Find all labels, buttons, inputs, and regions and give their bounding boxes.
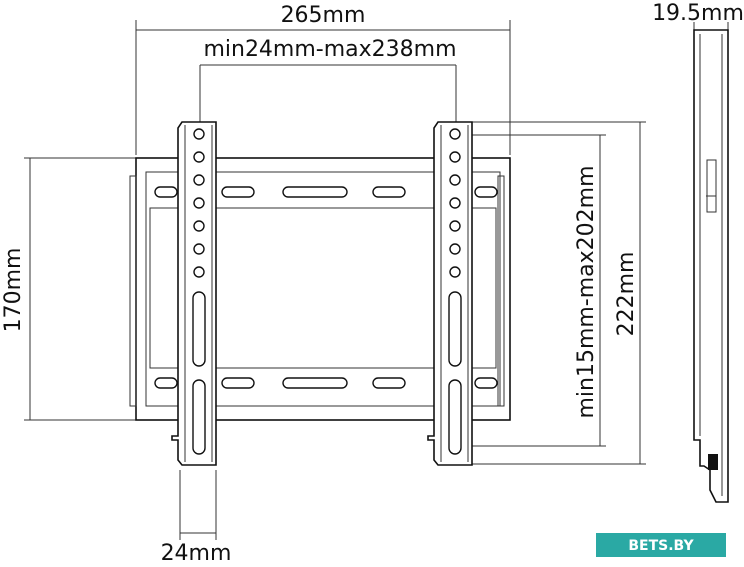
side-profile-view: [693, 29, 729, 503]
right-mounting-arm: [427, 121, 473, 466]
total-width-label: 265mm: [281, 3, 366, 28]
watermark: BETS.BY: [596, 533, 726, 557]
vesa-vertical-label: min15mm-max202mm: [574, 165, 599, 418]
left-mounting-arm: [171, 121, 217, 466]
dimension-lines: [24, 20, 729, 540]
watermark-text: BETS.BY: [628, 538, 694, 554]
depth-label: 19.5mm: [652, 1, 744, 26]
vesa-horizontal-label: min24mm-max238mm: [203, 37, 456, 62]
plate-height-label: 170mm: [1, 248, 26, 333]
arm-width-label: 24mm: [161, 541, 232, 566]
arm-height-label: 222mm: [614, 252, 639, 337]
